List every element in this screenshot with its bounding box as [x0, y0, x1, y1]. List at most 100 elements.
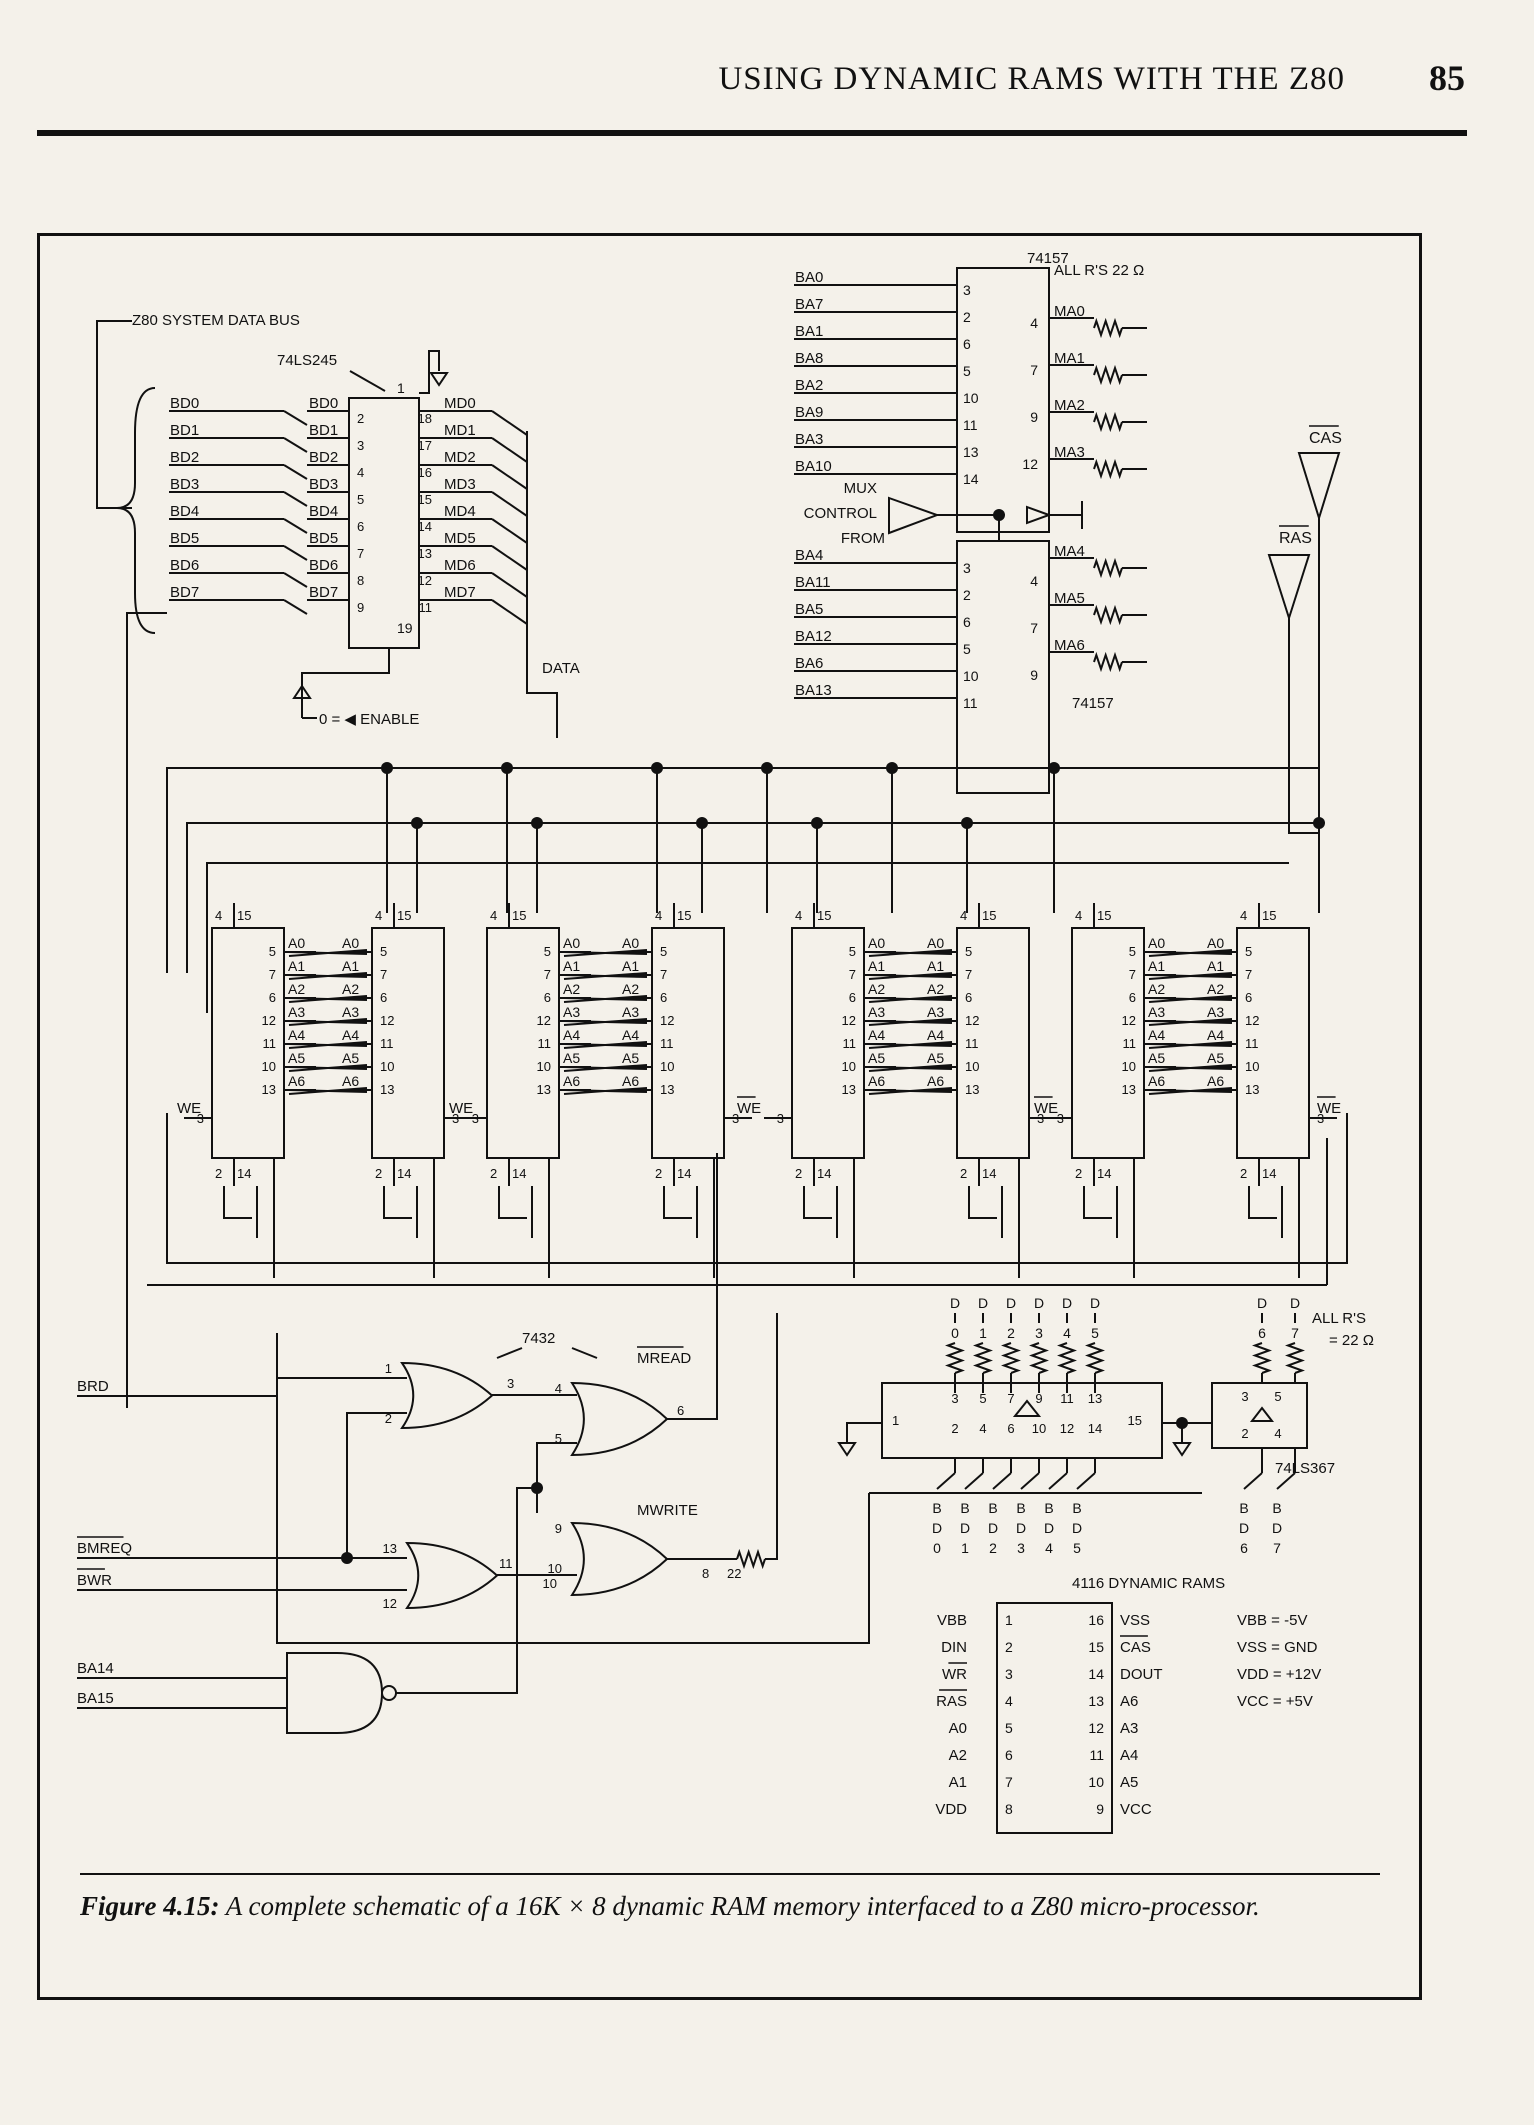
- bus-brace: [116, 387, 156, 634]
- buffer2-bottom-pin: 12: [1060, 1421, 1074, 1436]
- nand-gate: [286, 1652, 384, 1734]
- bd-line-label: BD0: [170, 395, 199, 412]
- mux-bottom-input-label: BA13: [795, 682, 832, 699]
- junction-dot: [961, 817, 973, 829]
- series-resistor: [1093, 364, 1123, 386]
- ram-bus-diag: [288, 1018, 368, 1026]
- pinout-left-num: 5: [1005, 1720, 1013, 1736]
- pinout-right-name: VSS: [1120, 1612, 1150, 1629]
- ram-addr-label: A6: [563, 1073, 580, 1089]
- mux-top-output-label: MA1: [1054, 350, 1085, 367]
- ram-bus-diag: [288, 972, 368, 980]
- mux-control-label: CONTROL: [804, 505, 877, 522]
- bd-out-index: 7: [1273, 1540, 1281, 1556]
- bd-out-label: D: [1044, 1520, 1054, 1536]
- ram-addr-pin: 13: [537, 1082, 551, 1097]
- ram-we-pin: 3: [732, 1111, 739, 1126]
- ram-addr-pin: 12: [537, 1013, 551, 1028]
- series-resistor: [1093, 411, 1123, 433]
- ram-bus-diag: [563, 995, 648, 1003]
- ram-bus-diag: [1148, 972, 1233, 980]
- mux-bottom-output-label: MA6: [1054, 637, 1085, 654]
- buffer-in-label: BD3: [309, 476, 338, 493]
- ram-data-lead: [498, 1186, 527, 1219]
- ram-addr-label: A5: [563, 1050, 580, 1066]
- buffer2-top-pin: 7: [1007, 1391, 1014, 1406]
- mux-bottom-out-pin: 7: [1030, 620, 1038, 636]
- ram-bottom-pin: 2: [795, 1166, 802, 1181]
- d-index: 2: [1007, 1325, 1015, 1341]
- mux-top-out-pin: 7: [1030, 362, 1038, 378]
- ras-driver: [1267, 554, 1311, 622]
- bd-out-label: B: [1239, 1500, 1248, 1516]
- bd-line-label: BD6: [170, 557, 199, 574]
- ram-addr-label: A0: [1207, 935, 1224, 951]
- ram-addr-label: A2: [1148, 981, 1165, 997]
- ram-we-pin: 3: [1317, 1111, 1324, 1126]
- junction-dot: [696, 817, 708, 829]
- buffer-left-pin: 5: [357, 492, 364, 507]
- pinout-right-num: 15: [1088, 1639, 1104, 1655]
- pinout-right-num: 12: [1088, 1720, 1104, 1736]
- ram-bottom-pin: 2: [375, 1166, 382, 1181]
- enable-wire: [301, 648, 390, 718]
- mux-top-body: [956, 267, 1050, 533]
- ram-addr-label: A3: [622, 1004, 639, 1020]
- buffer-pin-enable: 19: [397, 620, 413, 636]
- bd-line-label: BD1: [170, 422, 199, 439]
- buffer-in-label: BD5: [309, 530, 338, 547]
- pinout-right-name: A5: [1120, 1774, 1138, 1791]
- mux-top-out-pin: 4: [1030, 315, 1038, 331]
- mux-top-in-pin: 2: [963, 309, 971, 325]
- ram-top-pin: 4: [215, 908, 222, 923]
- d-label: D: [950, 1295, 960, 1311]
- bd-out-index: 1: [961, 1540, 969, 1556]
- mux-bottom-chip-label: 74157: [1072, 695, 1114, 712]
- bd-line-label: BD2: [170, 449, 199, 466]
- ram-addr-pin: 12: [1245, 1013, 1259, 1028]
- pinout-left-num: 4: [1005, 1693, 1013, 1709]
- ram-bottom-pin: 14: [397, 1166, 411, 1181]
- buffer-in-label: BD1: [309, 422, 338, 439]
- we-label: WE: [1034, 1100, 1058, 1117]
- ram-addr-pin: 5: [269, 944, 276, 959]
- ba14-label: BA14: [77, 1660, 114, 1677]
- ram-bus-diag: [563, 1087, 648, 1095]
- md-line-label: MD7: [444, 584, 476, 601]
- nand-bubble: [381, 1685, 397, 1701]
- buffer3-bottom-pin: 2: [1241, 1426, 1248, 1441]
- bd-out-label: D: [960, 1520, 970, 1536]
- we-label: WE: [177, 1100, 201, 1117]
- ram-addr-label: A1: [622, 958, 639, 974]
- d-index: 1: [979, 1325, 987, 1341]
- d-index: 4: [1063, 1325, 1071, 1341]
- buffer-chip-label: 74LS245: [277, 352, 337, 369]
- ram-chip-body: [211, 927, 285, 1159]
- buffer-enable-wire: [276, 1333, 870, 1644]
- ram-addr-label: A1: [288, 958, 305, 974]
- ram-data-lead: [223, 1186, 252, 1219]
- ram-addr-label: A0: [1148, 935, 1165, 951]
- ram-addr-label: A4: [622, 1027, 639, 1043]
- series-resistor: [1093, 651, 1123, 673]
- ram-top-pin: 15: [982, 908, 996, 923]
- mwrite-resistor: [736, 1548, 766, 1570]
- d-index: 3: [1035, 1325, 1043, 1341]
- buffer-right-pin: 18: [418, 411, 432, 426]
- pinout-left-name: A0: [949, 1720, 967, 1737]
- buffer2-triangle: [1012, 1399, 1042, 1417]
- ram-addr-label: A4: [342, 1027, 359, 1043]
- mux-top-output-label: MA0: [1054, 303, 1085, 320]
- mux-top-output-label: MA2: [1054, 397, 1085, 414]
- bd-out-label: B: [1016, 1500, 1025, 1516]
- data-wire: [526, 663, 558, 738]
- we-label: WE: [1317, 1100, 1341, 1117]
- gate-pin: 4: [555, 1381, 562, 1396]
- mwrite-wire: [765, 1313, 778, 1560]
- ground-arrow: [1172, 1442, 1192, 1457]
- ram-top-pin: 4: [1075, 908, 1082, 923]
- ram-addr-label: A1: [342, 958, 359, 974]
- ras-rail: [186, 822, 1319, 973]
- mread-wire: [667, 1153, 718, 1420]
- ram-we-pin: 3: [197, 1111, 204, 1126]
